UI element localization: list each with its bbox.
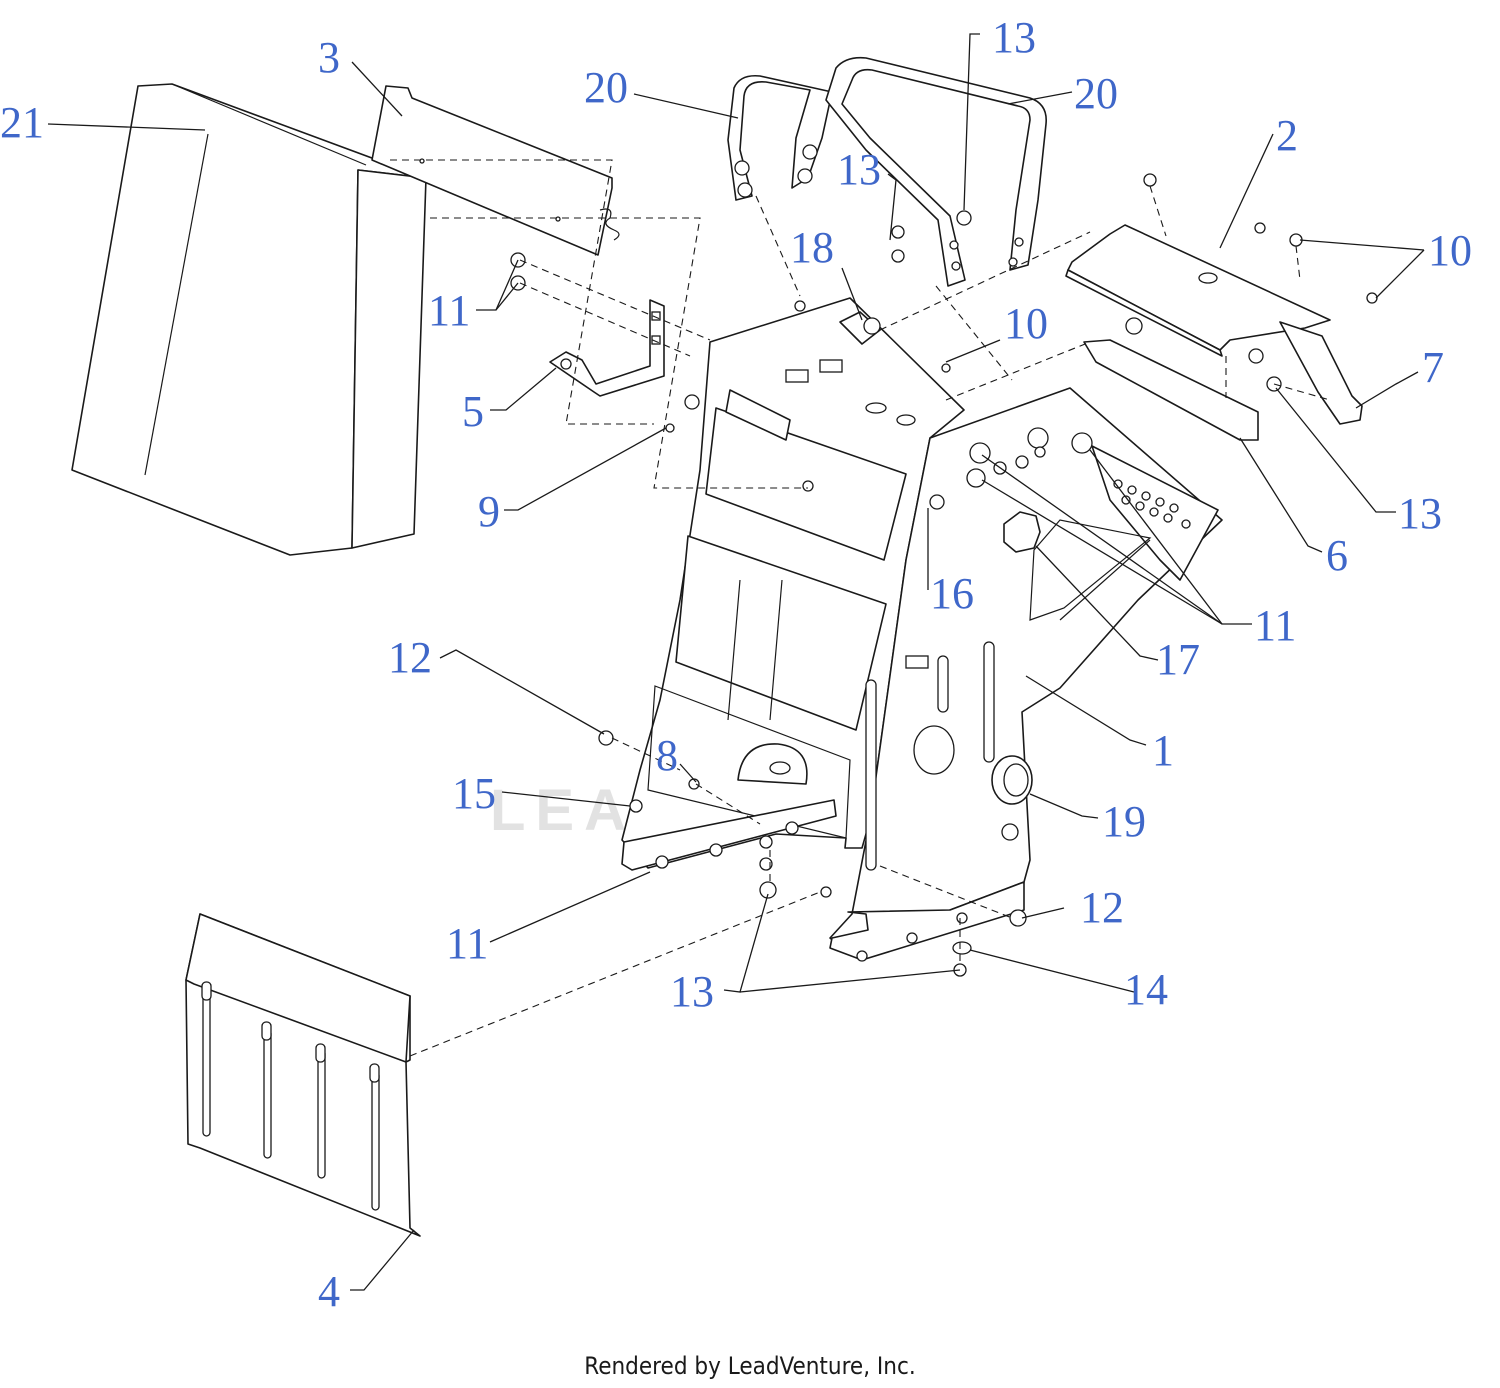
callout-13-right: 13 <box>1398 489 1442 538</box>
callout-13-top: 13 <box>992 13 1036 62</box>
callout-13-handle: 13 <box>837 145 881 194</box>
footer-credit: Rendered by LeadVenture, Inc. <box>584 1352 916 1380</box>
callout-13-bottom: 13 <box>670 967 714 1016</box>
callout-5: 5 <box>462 387 484 436</box>
callout-14: 14 <box>1124 965 1168 1014</box>
vent-holes <box>1113 479 1191 529</box>
callout-19: 19 <box>1102 797 1146 846</box>
callout-4: 4 <box>318 1267 340 1316</box>
assembly-lines <box>390 159 1331 1057</box>
callout-11-lower: 11 <box>446 919 488 968</box>
callout-17: 17 <box>1156 635 1200 684</box>
callout-6: 6 <box>1326 531 1348 580</box>
part-handle-left <box>727 74 833 201</box>
part-bracket-5 <box>549 299 665 397</box>
part-top-cover <box>1065 224 1363 425</box>
callout-10-center: 10 <box>1004 299 1048 348</box>
callout-20-left: 20 <box>584 63 628 112</box>
callout-3: 3 <box>318 33 340 82</box>
callout-16: 16 <box>930 569 974 618</box>
callout-12-left: 12 <box>388 633 432 682</box>
callout-21: 21 <box>0 98 44 147</box>
callout-10-right: 10 <box>1428 226 1472 275</box>
callout-7: 7 <box>1422 343 1444 392</box>
part-front-panel <box>185 913 421 1237</box>
callout-11-side: 11 <box>1254 601 1296 650</box>
leader-lines <box>47 33 1425 1291</box>
part-bracket-6 <box>1083 339 1259 441</box>
callout-2: 2 <box>1276 111 1298 160</box>
callout-18: 18 <box>790 223 834 272</box>
hardware <box>510 173 1378 977</box>
callout-8: 8 <box>656 731 678 780</box>
callout-9: 9 <box>478 487 500 536</box>
callout-12-right: 12 <box>1080 883 1124 932</box>
part-seat-cushion <box>71 83 427 556</box>
callout-20-right: 20 <box>1074 69 1118 118</box>
callout-15: 15 <box>452 769 496 818</box>
callout-1: 1 <box>1152 726 1174 775</box>
callout-11-upper: 11 <box>428 286 470 335</box>
callout-labels: 21 3 20 13 20 13 2 10 18 11 10 5 7 9 6 1… <box>0 13 1472 1316</box>
part-main-frame <box>621 297 965 871</box>
